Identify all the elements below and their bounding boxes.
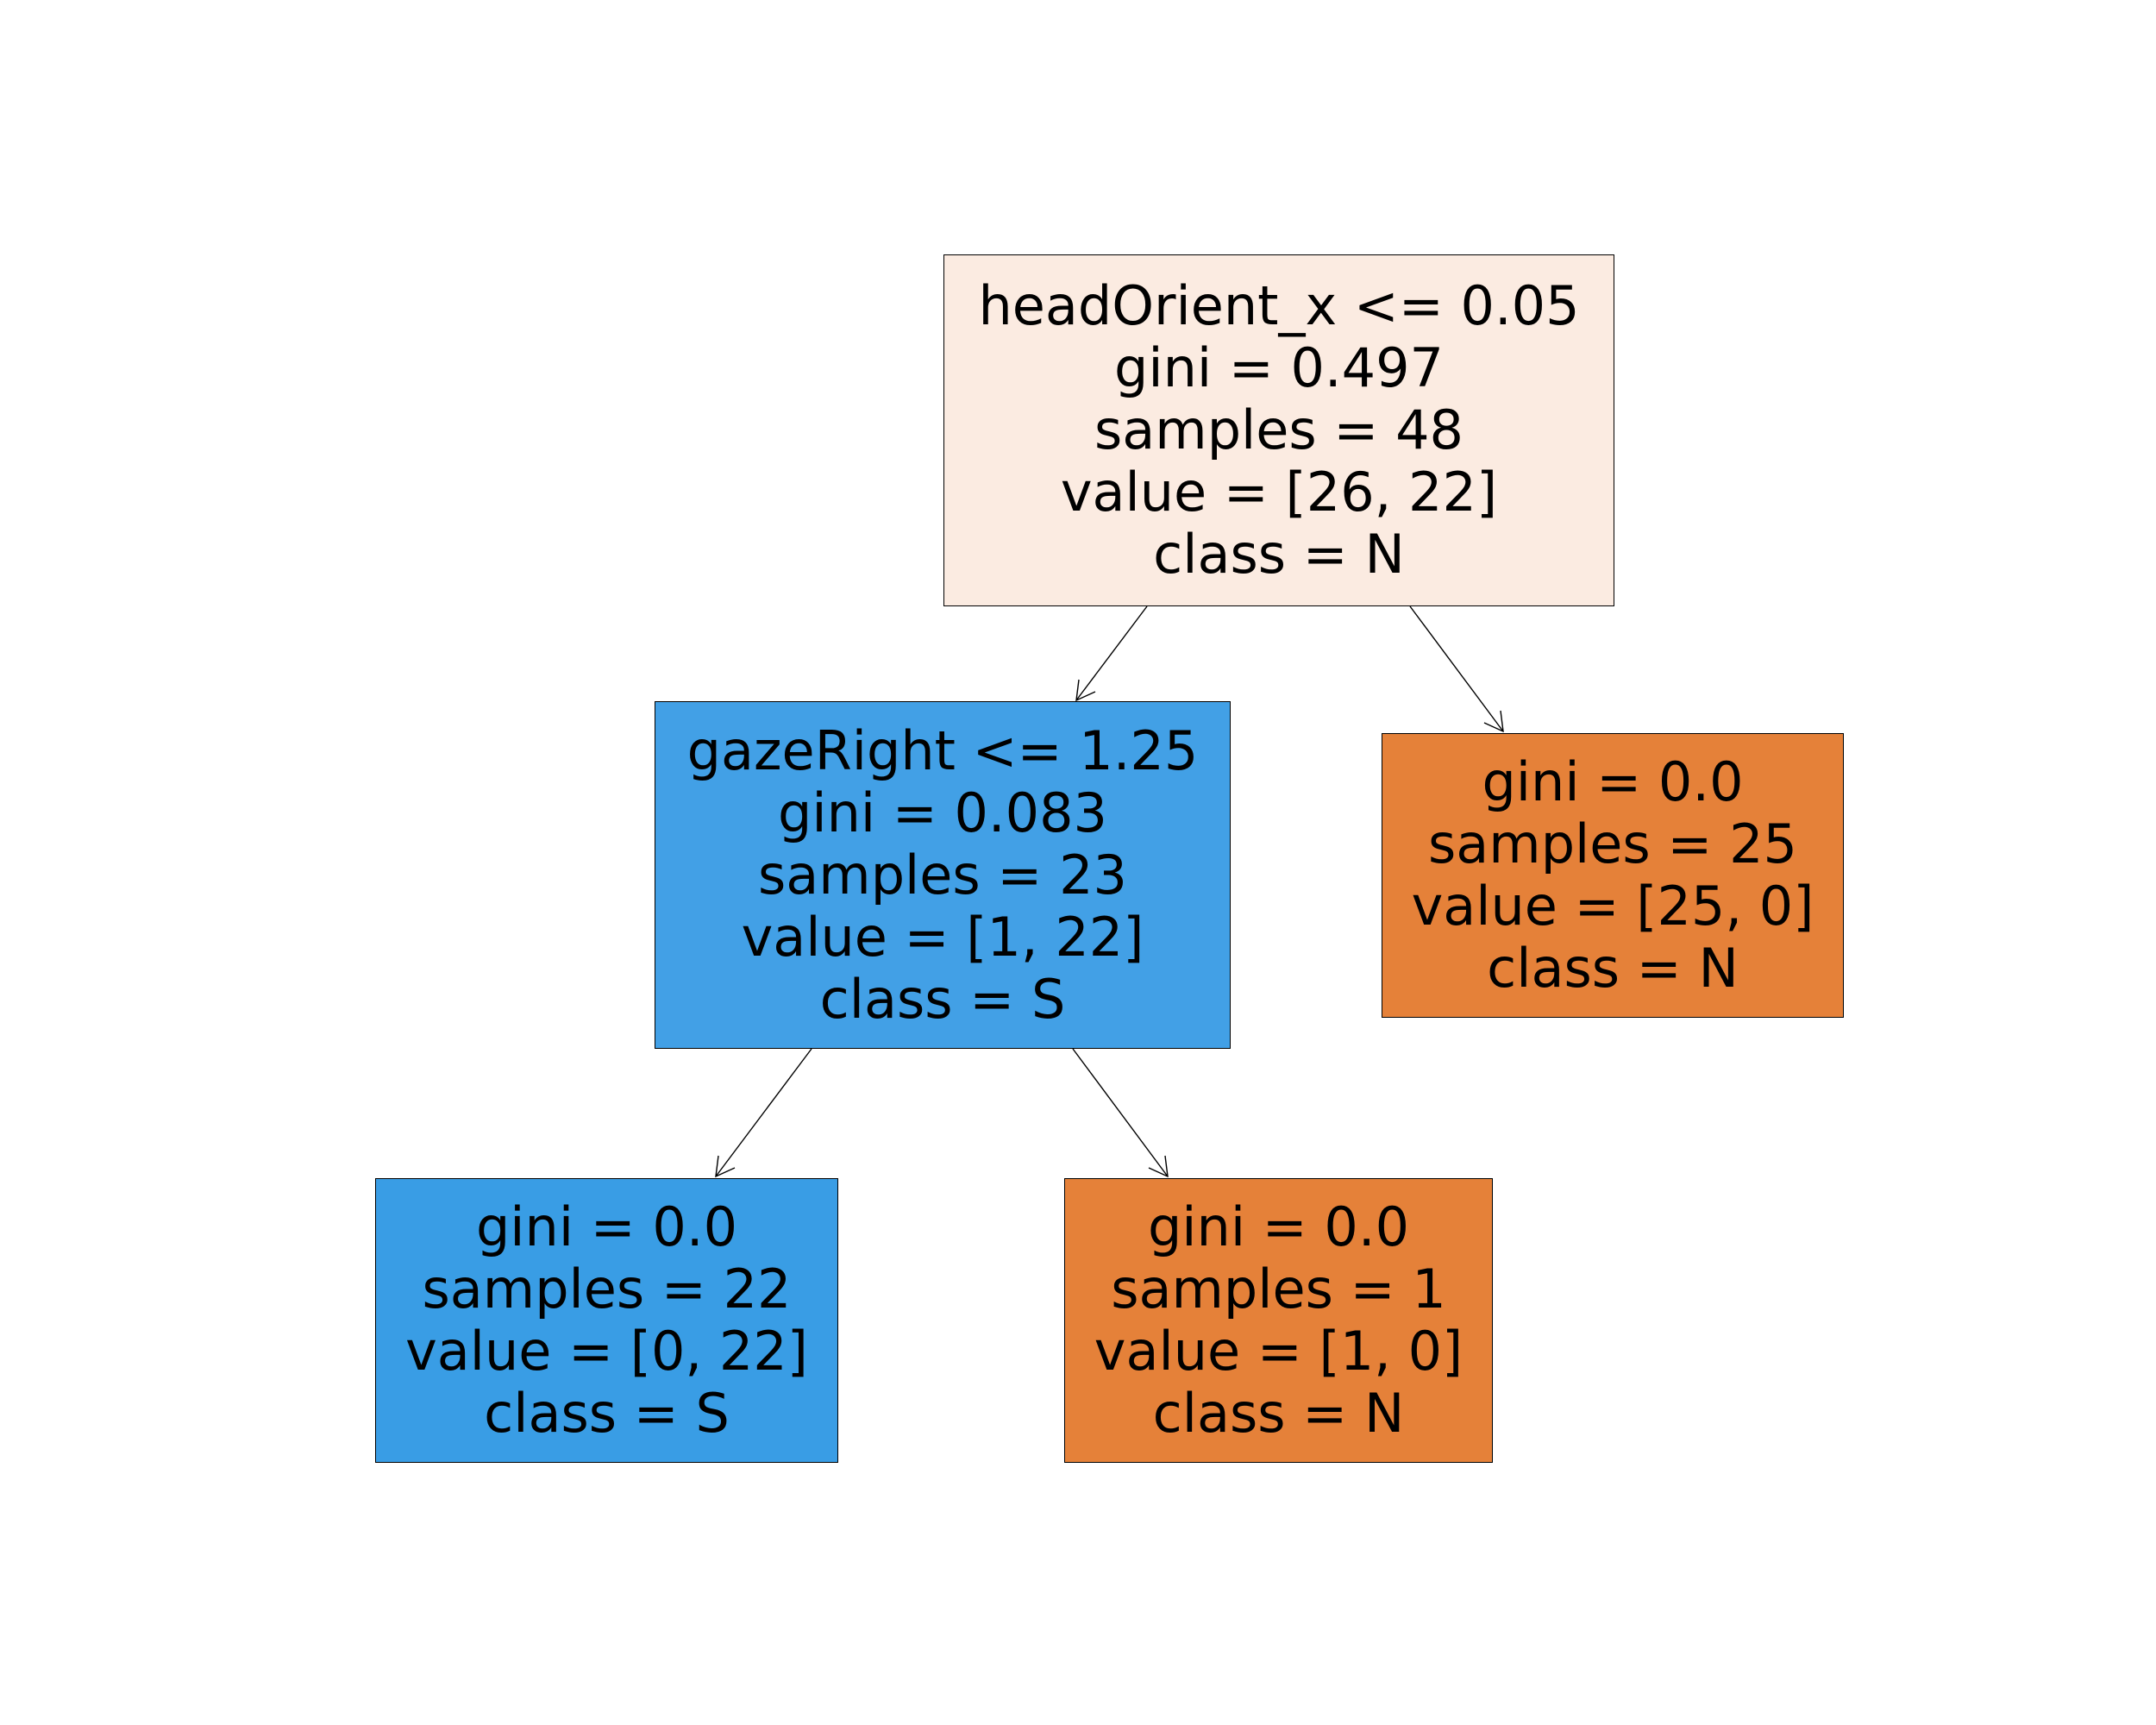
- node-value: value = [25, 0]: [1411, 875, 1814, 938]
- node-gini: gini = 0.497: [1114, 336, 1444, 399]
- node-samples: samples = 48: [1094, 398, 1463, 461]
- tree-node-root: headOrient_x <= 0.05 gini = 0.497 sample…: [943, 254, 1614, 606]
- node-gini: gini = 0.0: [1147, 1195, 1410, 1258]
- node-value: value = [1, 0]: [1094, 1320, 1463, 1383]
- edge-left-to-left-right: [1072, 1048, 1169, 1178]
- node-gini: gini = 0.083: [778, 781, 1107, 844]
- node-condition: headOrient_x <= 0.05: [978, 274, 1580, 337]
- edge-left-to-left-left: [715, 1048, 812, 1178]
- node-value: value = [1, 22]: [741, 905, 1144, 969]
- node-class: class = N: [1487, 937, 1739, 1000]
- tree-node-left-right-leaf: gini = 0.0 samples = 1 value = [1, 0] cl…: [1064, 1178, 1493, 1463]
- edge-root-to-left: [1075, 605, 1148, 702]
- node-samples: samples = 25: [1428, 812, 1797, 875]
- node-value: value = [26, 22]: [1060, 461, 1498, 524]
- node-samples: samples = 23: [758, 843, 1127, 906]
- edge-root-to-right: [1409, 605, 1504, 733]
- tree-node-left: gazeRight <= 1.25 gini = 0.083 samples =…: [655, 701, 1231, 1049]
- node-samples: samples = 22: [422, 1258, 792, 1320]
- node-class: class = N: [1153, 523, 1405, 586]
- node-class: class = N: [1152, 1382, 1405, 1445]
- tree-node-right-leaf: gini = 0.0 samples = 25 value = [25, 0] …: [1382, 733, 1844, 1018]
- node-condition: gazeRight <= 1.25: [686, 718, 1199, 782]
- node-value: value = [0, 22]: [405, 1320, 808, 1383]
- node-class: class = S: [819, 967, 1066, 1031]
- node-gini: gini = 0.0: [1482, 750, 1744, 813]
- tree-node-left-left-leaf: gini = 0.0 samples = 22 value = [0, 22] …: [375, 1178, 838, 1463]
- node-samples: samples = 1: [1111, 1258, 1446, 1320]
- node-gini: gini = 0.0: [475, 1195, 738, 1258]
- node-class: class = S: [484, 1382, 730, 1445]
